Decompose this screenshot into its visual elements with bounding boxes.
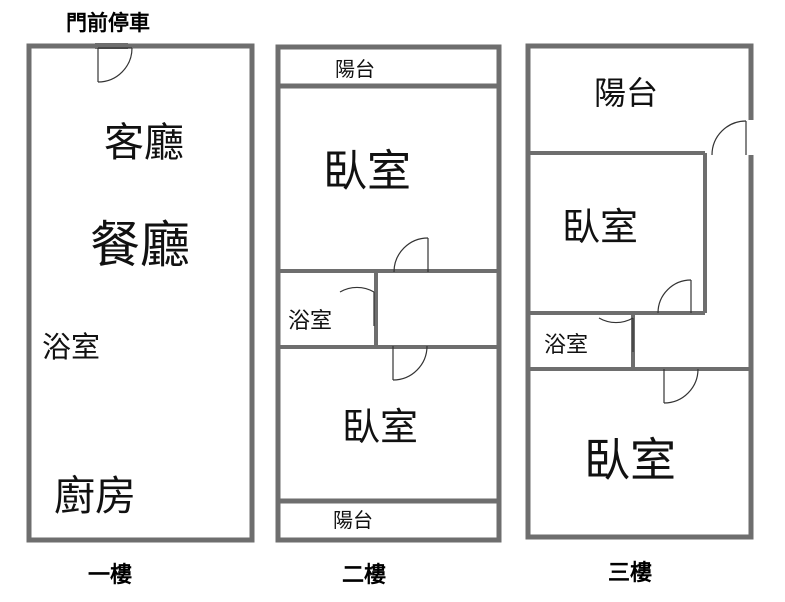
door-icon (711, 120, 754, 156)
floor-2-outer-wall (275, 44, 502, 543)
entrance-door-icon (95, 43, 133, 83)
room-label-bedroom-bottom: 臥室 (584, 433, 676, 487)
door-icon (598, 317, 634, 352)
floor-2-title: 二樓 (342, 563, 386, 588)
floor-1-title: 一樓 (88, 563, 132, 588)
room-label-living: 客廳 (104, 120, 184, 166)
door-icon (657, 279, 692, 314)
floor-3-plan: 陽台 臥室 浴室 臥室 (525, 43, 754, 540)
room-label-bedroom-top: 臥室 (562, 205, 638, 249)
room-label-bath: 浴室 (42, 330, 100, 364)
room-label-balcony: 陽台 (594, 74, 658, 112)
room-label-bedroom-bottom: 臥室 (342, 405, 418, 449)
parking-label: 門前停車 (66, 11, 150, 35)
room-label-bedroom-top: 臥室 (323, 146, 411, 197)
room-label-balcony-top: 陽台 (335, 57, 375, 81)
room-label-kitchen: 廚房 (54, 472, 136, 520)
floor-1-outer-wall (26, 43, 255, 543)
floor-1-plan: 客廳 餐廳 浴室 廚房 (26, 43, 255, 543)
floor-3-outer-wall (525, 43, 754, 540)
door-icon (339, 286, 375, 326)
room-label-bath: 浴室 (544, 333, 588, 358)
room-label-dining: 餐廳 (90, 216, 190, 274)
floor-2-plan: 陽台 臥室 浴室 臥室 陽台 (275, 44, 502, 543)
door-icon (393, 237, 429, 273)
room-label-bath: 浴室 (288, 309, 332, 334)
door-icon (663, 368, 699, 404)
door-icon (392, 345, 428, 381)
room-label-balcony-bottom: 陽台 (333, 508, 373, 532)
floor-3-title: 三樓 (608, 561, 652, 586)
